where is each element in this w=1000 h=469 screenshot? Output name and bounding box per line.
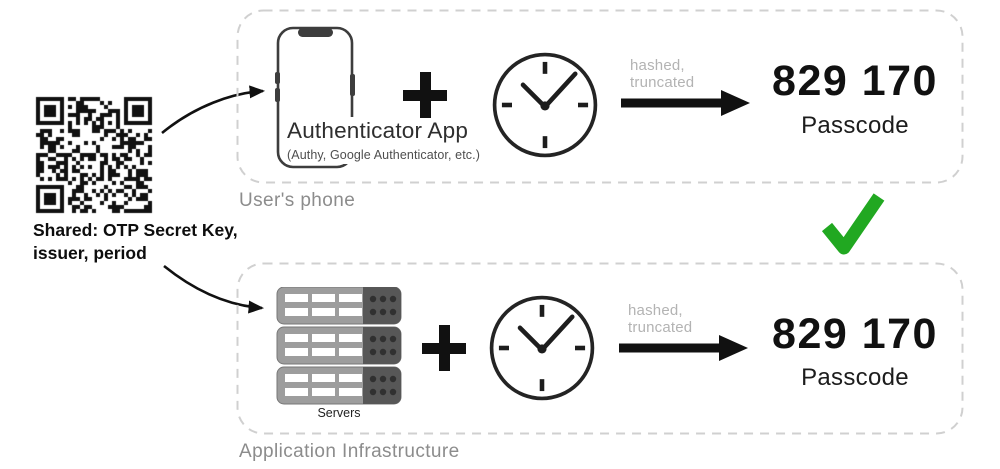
server-unit xyxy=(276,287,402,325)
passcode-label-bottom: Passcode xyxy=(801,364,909,391)
server-unit xyxy=(276,366,402,405)
passcode-value-top: 829 170 xyxy=(772,57,938,105)
qr-caption: Shared: OTP Secret Key, issuer, period xyxy=(33,220,238,263)
application-box-label: Application Infrastructure xyxy=(239,441,460,462)
arrow-right-icon xyxy=(619,335,748,361)
server-stack-icon xyxy=(276,287,402,405)
passcode-value-bottom: 829 170 xyxy=(772,310,938,358)
qr-code-icon xyxy=(33,94,155,216)
process-label-bottom: hashed, truncated xyxy=(628,302,693,337)
plus-icon xyxy=(422,325,466,371)
server-unit xyxy=(276,326,402,365)
arrow-qr-to-servers xyxy=(163,264,265,314)
arrow-right-icon xyxy=(621,90,750,116)
clock-icon xyxy=(489,295,595,401)
user-phone-box-label: User's phone xyxy=(239,190,356,211)
servers-label: Servers xyxy=(317,406,361,420)
plus-icon xyxy=(403,72,447,118)
check-mark-icon xyxy=(821,193,885,255)
arrow-qr-to-phone xyxy=(161,85,266,135)
passcode-label-top: Passcode xyxy=(801,112,909,139)
clock-icon xyxy=(492,52,598,158)
app-subtitle: (Authy, Google Authenticator, etc.) xyxy=(287,148,480,162)
authenticator-app-text: Authenticator App (Authy, Google Authent… xyxy=(286,117,483,164)
process-label-top: hashed, truncated xyxy=(630,57,695,92)
app-title: Authenticator App xyxy=(287,118,469,143)
